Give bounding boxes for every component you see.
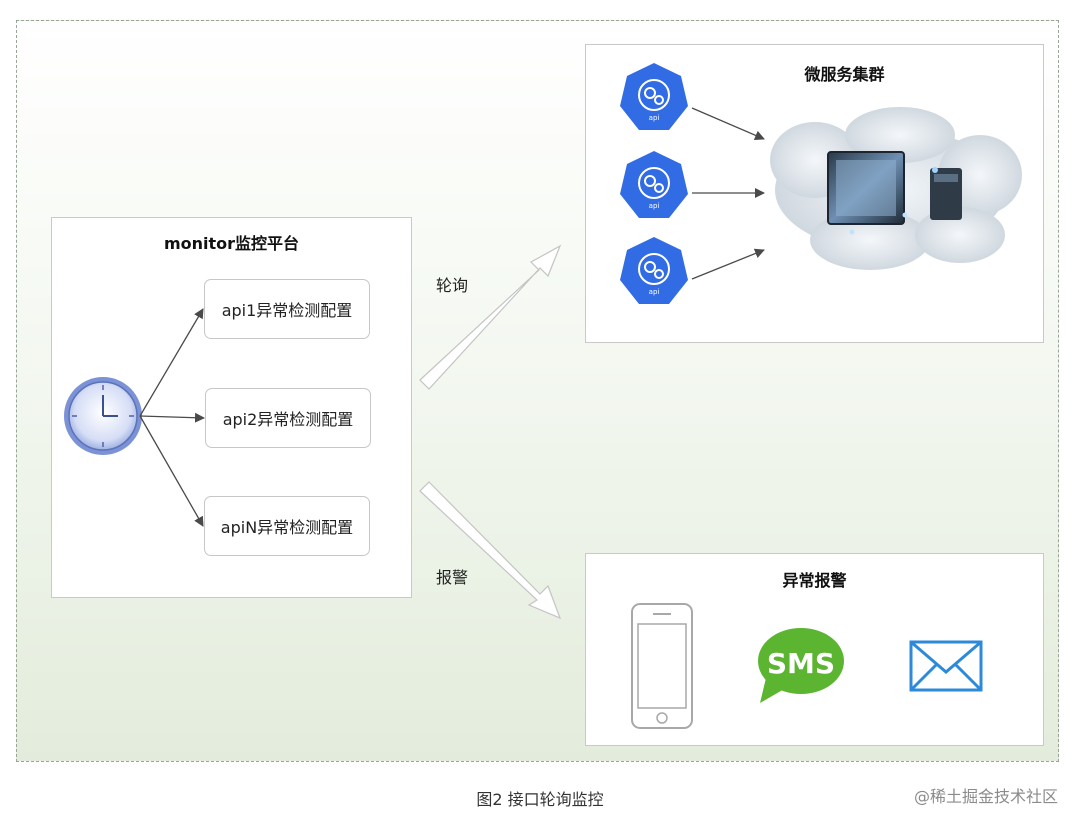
sms-text: SMS [767,647,835,680]
poll-label: 轮询 [436,276,469,295]
apin-config-label: apiN异常检测配置 [220,518,354,537]
svg-text:api: api [649,114,660,122]
kubernetes-api-icon-1: api [620,63,688,130]
email-icon [909,640,983,692]
phone-icon [631,603,693,729]
api2-config-box: api2异常检测配置 [205,388,371,448]
api2-config-label: api2异常检测配置 [222,410,354,429]
microservice-cluster-title: 微服务集群 [804,65,885,84]
api1-config-label: api1异常检测配置 [221,301,353,320]
alert-label: 报警 [436,568,469,587]
sms-icon: SMS [758,628,844,703]
cloud-server-icon [770,107,1022,270]
alert-panel-title: 异常报警 [782,571,847,590]
api1-config-box: api1异常检测配置 [204,279,370,339]
clock-icon [64,377,142,455]
svg-text:api: api [649,202,660,210]
kubernetes-api-icon-3: api [620,237,688,304]
poll-arrow [419,244,562,390]
alert-arrow [419,481,562,620]
kubernetes-api-icon-2: api [620,151,688,218]
source-watermark: @稀土掘金技术社区 [913,787,1058,806]
svg-text:api: api [649,288,660,296]
monitor-platform-title: monitor监控平台 [163,234,300,253]
clock-to-config-arrows [139,308,205,527]
apin-config-box: apiN异常检测配置 [204,496,370,556]
api-to-cluster-arrows [691,107,765,280]
figure-caption: 图2 接口轮询监控 [476,790,604,809]
